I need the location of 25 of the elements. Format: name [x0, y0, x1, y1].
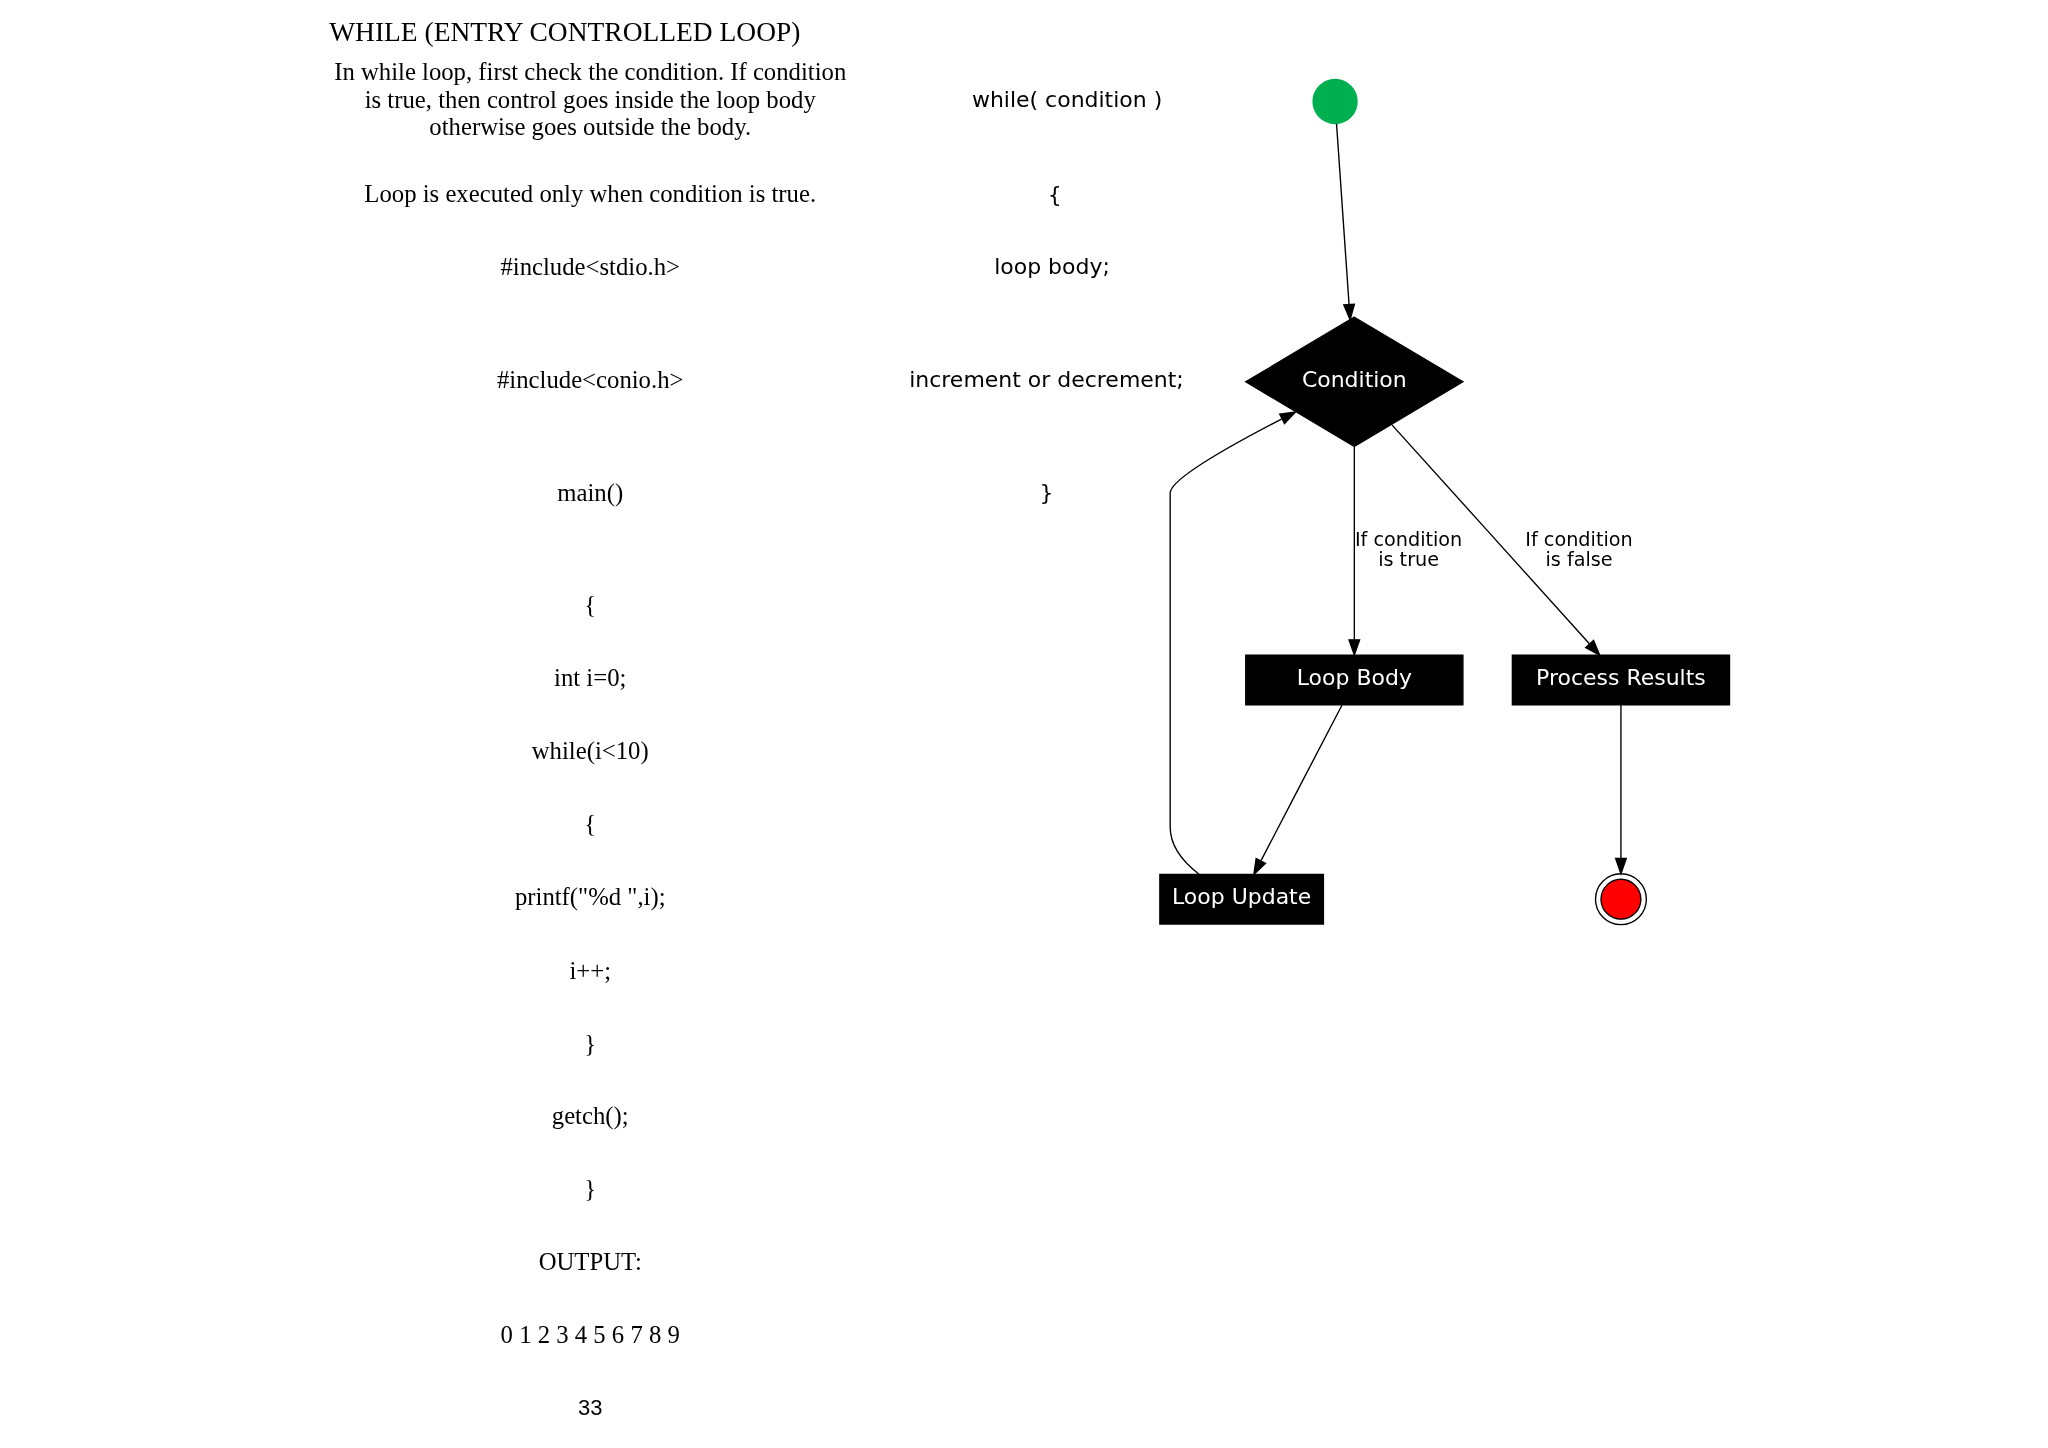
label: loop body; [993, 254, 1110, 280]
label: while( condition ) [971, 86, 1162, 112]
label: { [1047, 181, 1062, 207]
label: } [583, 1175, 596, 1203]
label: } [1039, 479, 1053, 505]
edge-label: If condition is true [1354, 527, 1462, 572]
label: In while loop, first check the condition. If condition is true, then control goes inside the loop body otherwise goes outside the body. [333, 58, 846, 140]
label: 33 [577, 1394, 602, 1420]
label: #include<stdio.h> [499, 253, 680, 281]
edge-label: If condition is false [1524, 527, 1633, 572]
label: int i=0; [553, 664, 626, 692]
label: { [583, 809, 596, 837]
label: } [583, 1029, 596, 1057]
label: 0 1 2 3 4 5 6 7 8 9 [500, 1320, 680, 1348]
label: i++; [568, 956, 611, 984]
label: OUTPUT: [538, 1248, 642, 1276]
label: Loop is executed only when condition is true. [363, 180, 816, 208]
label: #include<conio.h> [496, 365, 683, 393]
label: printf("%d ",i); [514, 883, 666, 911]
label: main() [556, 478, 623, 506]
diagram-title: WHILE (ENTRY CONTROLLED LOOP) [328, 16, 800, 47]
label: while(i<10) [531, 736, 649, 764]
label: { [583, 591, 596, 619]
label: increment or decrement; [908, 367, 1184, 393]
label: getch(); [551, 1102, 629, 1130]
